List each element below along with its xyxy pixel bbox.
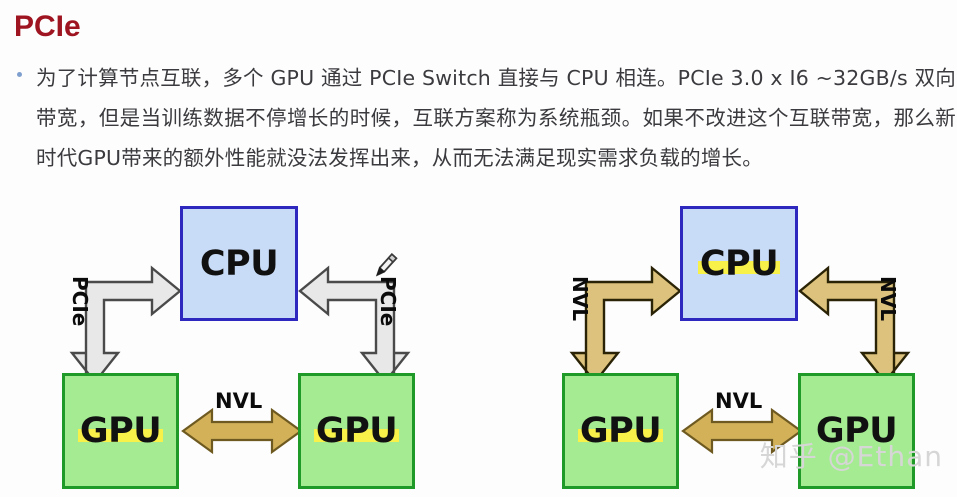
watermark: 知乎 @Ethan bbox=[759, 440, 943, 473]
gpu-node-left-pcie[interactable]: GPU bbox=[62, 373, 179, 489]
nvl-interconnect-arrow bbox=[181, 407, 303, 455]
pcie-topology-panel: CPU GPU GPU PCIe PCIe NVL bbox=[20, 190, 460, 497]
gpu-node-label: GPU bbox=[815, 411, 898, 451]
cpu-node-pcie[interactable]: CPU bbox=[180, 206, 298, 321]
cpu-node-nvl[interactable]: CPU bbox=[680, 206, 798, 321]
page-title: PCIe bbox=[14, 10, 81, 43]
gpu-node-label: GPU bbox=[577, 411, 664, 451]
nvl-arrows bbox=[569, 265, 911, 455]
pcie-link-right-arrow bbox=[298, 265, 411, 384]
gpu-node-right-pcie[interactable]: GPU bbox=[298, 373, 415, 489]
pcie-link-right-label: PCIe bbox=[376, 276, 400, 327]
nvl-link-right-arrow bbox=[798, 265, 911, 384]
bullet-point-icon bbox=[17, 72, 22, 77]
gpu-node-right-nvl[interactable]: GPU bbox=[798, 373, 915, 489]
cpu-node-label: CPU bbox=[697, 243, 781, 284]
gpu-node-label: GPU bbox=[313, 411, 400, 451]
nvl-link-left-label: NVL bbox=[568, 276, 592, 321]
pcie-arrows bbox=[69, 265, 411, 455]
nvl-interconnect-label: NVL bbox=[215, 389, 263, 413]
gpu-node-left-nvl[interactable]: GPU bbox=[562, 373, 679, 489]
nvlink-topology-panel: CPU GPU GPU NVL NVL NVL bbox=[520, 190, 957, 497]
nvl-link-right-label: NVL bbox=[876, 276, 900, 321]
pcie-link-left-label: PCIe bbox=[68, 276, 92, 327]
nvl-link-left-arrow bbox=[569, 265, 682, 384]
cpu-node-label: CPU bbox=[199, 243, 279, 284]
topology-diagram: CPU GPU GPU PCIe PCIe NVL bbox=[0, 190, 957, 497]
gpu-node-label: GPU bbox=[77, 411, 164, 451]
body-paragraph: 为了计算节点互联，多个 GPU 通过 PCIe Switch 直接与 CPU 相… bbox=[36, 66, 956, 170]
nvl-interconnect-label: NVL bbox=[715, 389, 763, 413]
pen-annotation-icon bbox=[375, 252, 398, 277]
pcie-link-left-arrow bbox=[69, 265, 182, 384]
